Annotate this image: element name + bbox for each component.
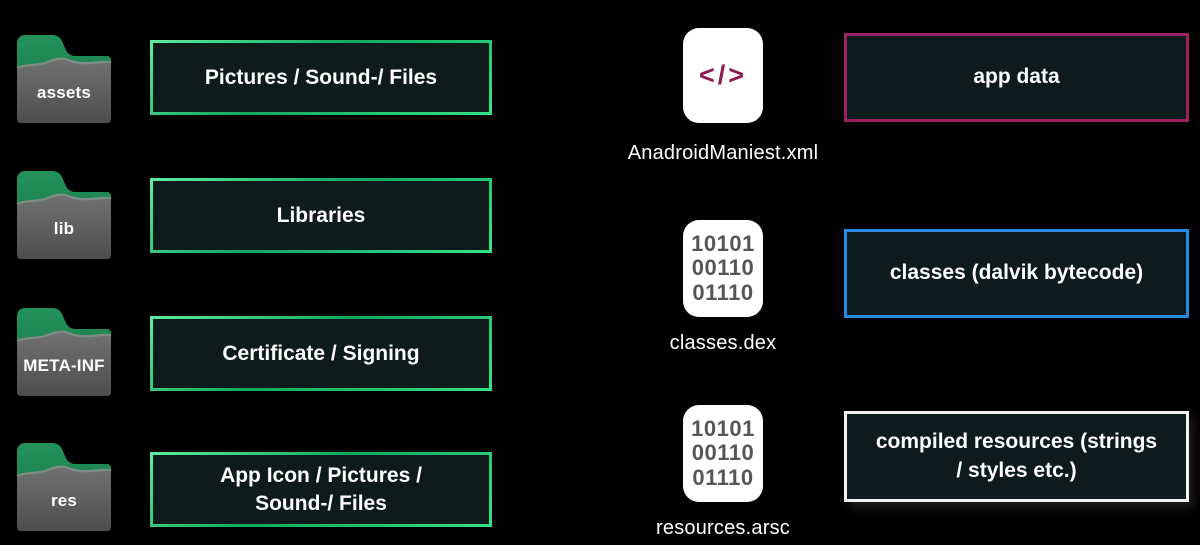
box-lib-contents: Libraries	[150, 178, 492, 253]
xml-code-icon: </>	[683, 28, 763, 123]
code-glyph: </>	[698, 60, 748, 90]
folder-icon	[16, 35, 112, 123]
box-compiled-resources: compiled resources (strings / styles etc…	[844, 411, 1189, 502]
folder-meta-inf: META-INF	[12, 303, 116, 398]
binary-line: 01110	[692, 464, 754, 490]
folder-name: META-INF	[23, 356, 105, 375]
box-dalvik-bytecode: classes (dalvik bytecode)	[844, 229, 1189, 318]
box-res-contents: App Icon / Pictures / Sound-/ Files	[150, 452, 492, 527]
folder-icon	[16, 443, 112, 531]
folder-icon	[16, 171, 112, 259]
file-name-resources-arsc: resources.arsc	[656, 517, 790, 539]
binary-file-icon: 10101 00110 01110	[683, 220, 763, 317]
file-name-androidmanifest: AnadroidManiest.xml	[627, 142, 819, 164]
folder-name: lib	[53, 219, 75, 238]
binary-line: 01110	[692, 279, 754, 305]
file-name-classes-dex: classes.dex	[669, 332, 777, 354]
binary-glyph: 10101 00110 01110	[691, 230, 755, 306]
folder-assets: assets	[12, 30, 116, 125]
binary-glyph: 10101 00110 01110	[691, 415, 755, 491]
folder-res: res	[12, 438, 116, 533]
box-meta-inf-contents: Certificate / Signing	[150, 316, 492, 391]
box-assets-contents: Pictures / Sound-/ Files	[150, 40, 492, 115]
folder-lib: lib	[12, 166, 116, 261]
binary-line: 10101	[691, 230, 755, 256]
binary-line: 00110	[691, 255, 755, 281]
binary-file-icon: 10101 00110 01110	[683, 405, 763, 502]
folder-name: res	[50, 491, 78, 510]
binary-line: 10101	[691, 415, 755, 441]
binary-line: 00110	[691, 440, 755, 466]
folder-icon	[16, 308, 112, 396]
box-app-data: app data	[844, 33, 1189, 122]
folder-name: assets	[36, 83, 92, 102]
